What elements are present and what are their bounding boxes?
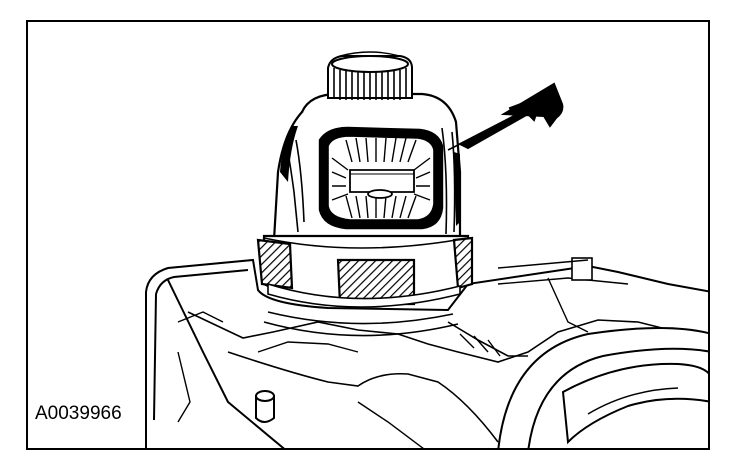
case-bearing-area [263, 311, 528, 357]
figure-frame: A0039966 [26, 20, 710, 450]
ring-gear-band [256, 234, 474, 308]
differential-illustration [145, 51, 708, 448]
case-cover-ring [497, 327, 708, 448]
indicator-arrow [447, 82, 564, 151]
figure-id-label: A0039966 [33, 403, 124, 425]
differential-window [318, 126, 444, 230]
case-bolt-boss [177, 351, 424, 448]
output-spline [327, 51, 413, 100]
